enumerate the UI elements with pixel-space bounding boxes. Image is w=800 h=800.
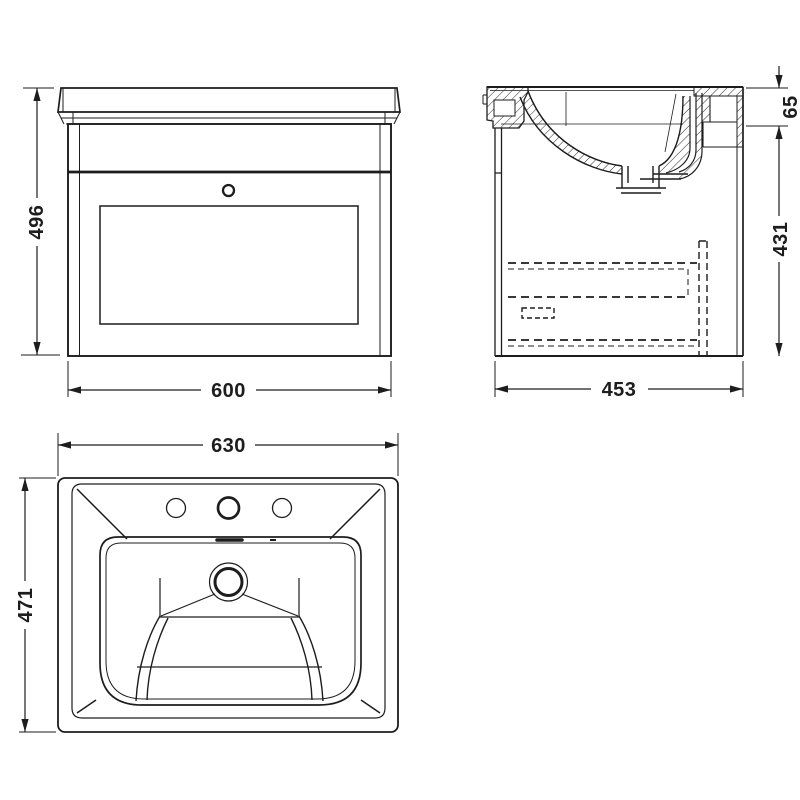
projection-lines bbox=[501, 92, 683, 153]
arrow-up-icon bbox=[33, 88, 41, 101]
drain-outer-ring bbox=[208, 562, 249, 602]
front-elevation-view: 496 600 bbox=[21, 87, 401, 402]
back-rail-hidden bbox=[698, 240, 708, 355]
arrow-right-icon bbox=[385, 441, 398, 449]
dimension-label-front-width: 600 bbox=[211, 380, 246, 402]
dimension-front-height: 496 bbox=[21, 87, 60, 356]
extension-lines bbox=[746, 87, 788, 127]
rim-fixing-notch bbox=[493, 99, 516, 117]
drawer-knob bbox=[221, 183, 236, 198]
extension-lines bbox=[21, 87, 60, 356]
cabinet-side bbox=[494, 87, 744, 357]
bowl-wall-hatch bbox=[520, 91, 622, 174]
drain-inner-ring bbox=[213, 567, 244, 597]
dimension-plan-width: 630 bbox=[57, 433, 399, 476]
tap-deck-lines bbox=[702, 96, 737, 148]
dimension-side-depth: 453 bbox=[494, 361, 744, 401]
extension-lines bbox=[57, 433, 399, 476]
rim-clip-detail bbox=[482, 94, 487, 105]
arrow-down-icon bbox=[775, 75, 783, 88]
extension-lines bbox=[494, 361, 744, 397]
bowl-inner-curve bbox=[527, 90, 623, 167]
bowl-front-wall-curves bbox=[135, 615, 324, 702]
tap-hole-right bbox=[271, 497, 293, 519]
arrow-down-icon bbox=[21, 719, 29, 732]
dimension-label-basin-height: 65 bbox=[780, 95, 800, 118]
tap-holes bbox=[165, 496, 293, 520]
dimension-label-plan-width: 630 bbox=[211, 435, 246, 457]
side-section-view: 65 431 453 bbox=[482, 66, 800, 401]
drawer-panel bbox=[99, 205, 359, 325]
dimension-label-plan-depth: 471 bbox=[15, 588, 37, 623]
basin-section bbox=[482, 86, 744, 194]
overflow-channel-walls bbox=[678, 93, 703, 180]
dimension-plan-depth: 471 bbox=[15, 477, 56, 733]
waste-drain bbox=[208, 562, 249, 602]
dimension-label-side-depth: 453 bbox=[602, 379, 637, 401]
rim-corner-lines bbox=[76, 488, 381, 714]
arrow-down-icon bbox=[33, 342, 41, 355]
bowl-right-inner-curve bbox=[658, 95, 684, 167]
drawer-runner-bracket bbox=[521, 307, 555, 319]
bowl-outer-curve bbox=[519, 96, 623, 175]
cabinet-front bbox=[67, 123, 392, 357]
dimension-label-front-height: 496 bbox=[26, 205, 48, 240]
tap-deck-hatch-inner bbox=[701, 95, 711, 123]
dimension-side-basin-height: 65 bbox=[746, 66, 800, 139]
hidden-drawer-lines bbox=[508, 240, 708, 355]
tap-hole-left bbox=[165, 497, 187, 519]
dimension-front-width: 600 bbox=[67, 361, 392, 402]
arrow-down-icon bbox=[775, 343, 783, 356]
extension-lines bbox=[67, 361, 392, 397]
arrow-left-icon bbox=[68, 386, 81, 394]
arrow-right-icon bbox=[730, 385, 743, 393]
dimension-side-cabinet-height: 431 bbox=[770, 126, 792, 356]
basin-slab-outline bbox=[57, 87, 401, 113]
arrow-right-icon bbox=[378, 386, 391, 394]
tap-deck-hatch-top bbox=[693, 86, 744, 97]
cabinet-outline-front bbox=[67, 123, 392, 357]
arrow-left-icon bbox=[495, 385, 508, 393]
tap-deck-hatch-right bbox=[736, 95, 744, 148]
basin-rim-inner-plan bbox=[71, 483, 386, 719]
bowl-rim-inner-plan bbox=[105, 542, 356, 700]
drain-outlet-section bbox=[616, 166, 688, 194]
cabinet-frame-stiles bbox=[79, 124, 381, 356]
basin-top-front bbox=[57, 87, 401, 125]
cabinet-front-panel bbox=[494, 128, 503, 356]
drawer-hidden-thin bbox=[508, 268, 697, 347]
drawer-hidden-bold bbox=[508, 262, 697, 341]
overflow-left-wall bbox=[665, 96, 691, 174]
basin-slab-detail-lines bbox=[57, 88, 401, 125]
arrow-left-icon bbox=[58, 441, 71, 449]
dimension-label-cabinet-height: 431 bbox=[770, 222, 792, 257]
tap-hole-center bbox=[216, 496, 241, 520]
arrow-up-icon bbox=[21, 478, 29, 491]
plan-view: 630 471 bbox=[15, 433, 399, 733]
bowl-floor-lines bbox=[137, 578, 322, 668]
basin-outer-edge-plan bbox=[57, 477, 399, 733]
bowl-outline-plan bbox=[99, 536, 362, 706]
